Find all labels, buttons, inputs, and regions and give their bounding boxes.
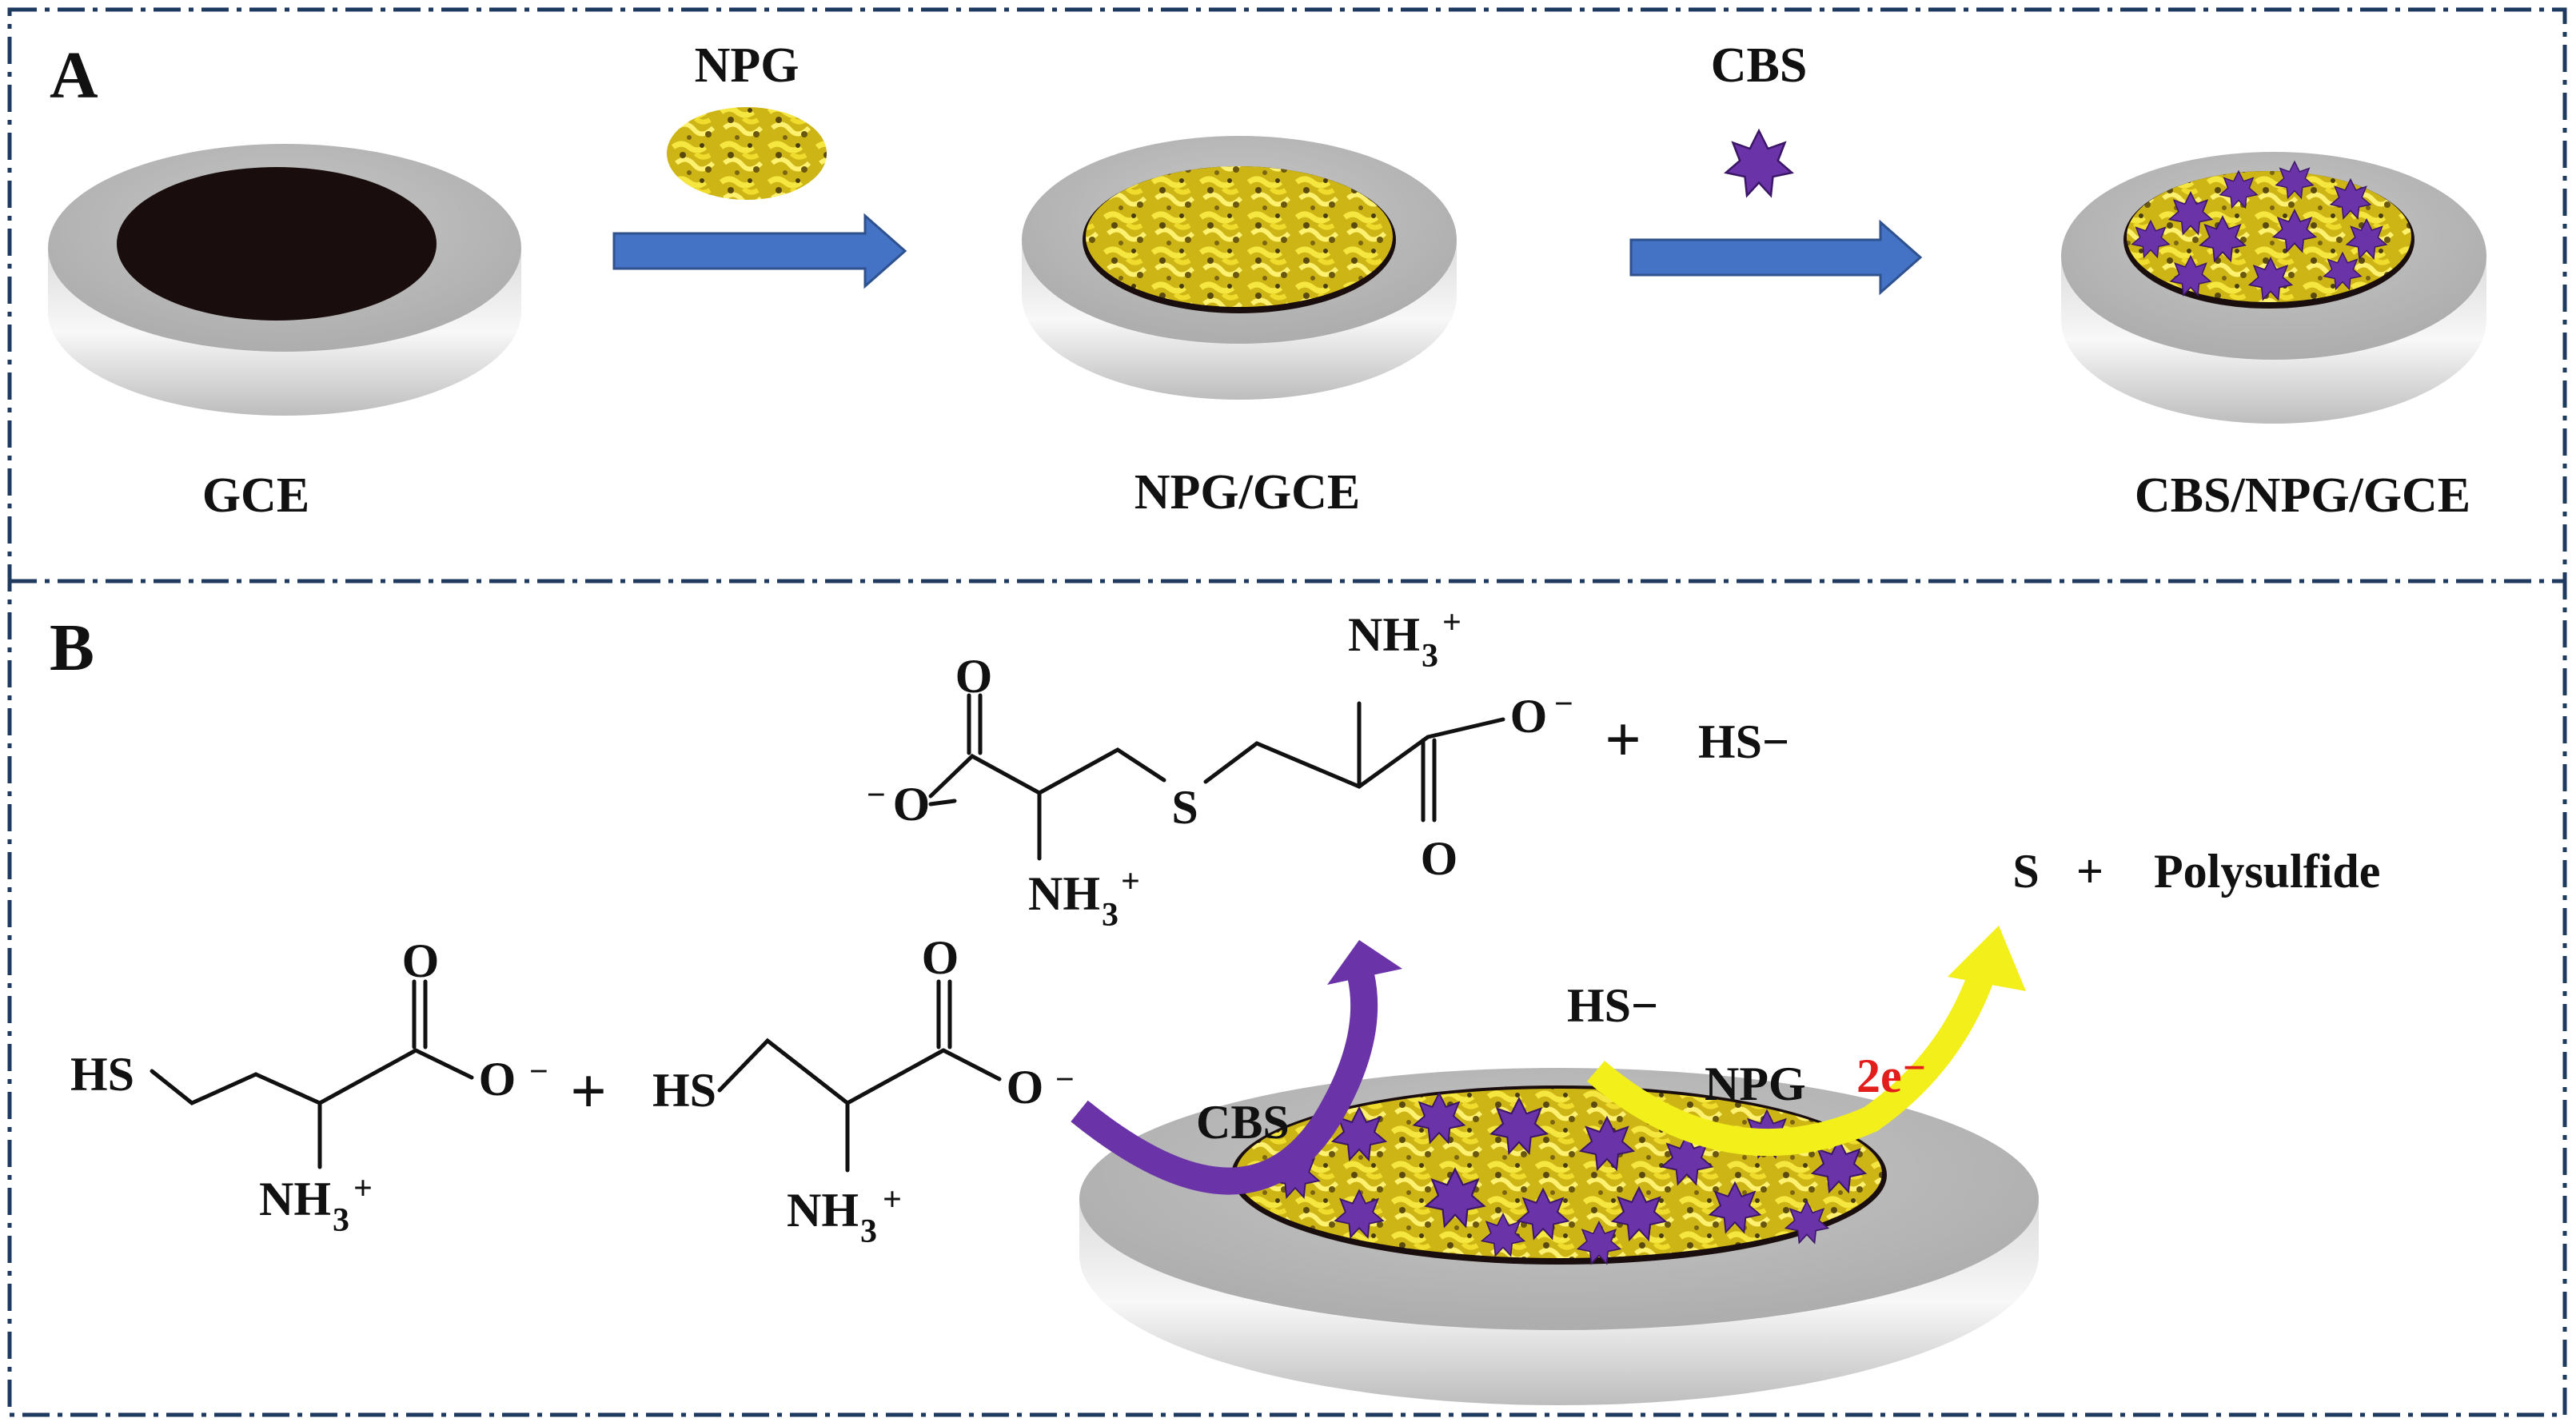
gce-label: GCE bbox=[202, 468, 309, 523]
cbs-label: CBS bbox=[1196, 1096, 1290, 1149]
npg-layer bbox=[1086, 166, 1393, 307]
step2-reagent-label: CBS bbox=[1711, 38, 1808, 93]
cbs-npg-gce-electrode bbox=[2061, 152, 2486, 424]
step1-arrow bbox=[612, 213, 907, 289]
svg-text:3: 3 bbox=[1102, 897, 1119, 934]
svg-text:NH: NH bbox=[1348, 608, 1420, 661]
hs-input-label: HS− bbox=[1567, 979, 1658, 1032]
step2-arrow bbox=[1629, 219, 1923, 296]
step1-reagent-label: NPG bbox=[695, 38, 800, 93]
panel-a-letter: A bbox=[50, 38, 98, 113]
svg-text:NH: NH bbox=[787, 1184, 859, 1237]
cysteine-structure: HS O O − NH 3 + bbox=[652, 931, 1075, 1250]
svg-text:−: − bbox=[529, 1054, 548, 1090]
svg-text:O: O bbox=[922, 931, 959, 984]
electron-transfer-label: 2e⁻ bbox=[1856, 1050, 1927, 1102]
svg-text:O: O bbox=[479, 1053, 516, 1105]
svg-text:+: + bbox=[883, 1181, 902, 1218]
npg-gce-electrode bbox=[1022, 136, 1457, 400]
sulfur-plus-sign: + bbox=[2076, 845, 2103, 898]
gce-electrode bbox=[48, 144, 521, 416]
hs-ion-product: HS− bbox=[1698, 715, 1789, 768]
panel-b-letter: B bbox=[50, 611, 94, 685]
polysulfide-label: Polysulfide bbox=[2154, 845, 2380, 898]
npg-label: NPG bbox=[1705, 1058, 1806, 1110]
figure-frame bbox=[7, 7, 2567, 1417]
svg-text:3: 3 bbox=[860, 1213, 877, 1250]
svg-text:O: O bbox=[1510, 690, 1548, 743]
svg-text:HS: HS bbox=[652, 1064, 716, 1117]
svg-text:O: O bbox=[1007, 1061, 1044, 1113]
cystathionine-structure: O O − S NH 3 + NH 3 + O − O bbox=[867, 604, 1573, 934]
homocysteine-structure: HS O O − NH 3 + bbox=[70, 934, 548, 1239]
cbs-enzyme-icon bbox=[1725, 129, 1793, 197]
glassy-carbon-disk bbox=[117, 167, 437, 321]
purple-reaction-arrow bbox=[1071, 940, 1402, 1195]
svg-text:HS: HS bbox=[70, 1048, 134, 1101]
svg-text:+: + bbox=[1442, 604, 1461, 641]
svg-text:O: O bbox=[1421, 832, 1458, 885]
svg-text:S: S bbox=[1171, 781, 1198, 834]
svg-text:NH: NH bbox=[259, 1173, 331, 1225]
svg-text:+: + bbox=[1121, 863, 1140, 900]
npg-particle bbox=[667, 107, 827, 200]
svg-text:O: O bbox=[402, 934, 440, 987]
cbs-npg-gce-label: CBS/NPG/GCE bbox=[2135, 468, 2470, 523]
svg-text:+: + bbox=[353, 1170, 373, 1207]
yellow-reaction-arrow bbox=[1586, 926, 2026, 1157]
svg-text:O: O bbox=[955, 650, 993, 703]
svg-text:−: − bbox=[1055, 1062, 1075, 1098]
svg-text:3: 3 bbox=[333, 1202, 349, 1239]
npg-gce-label: NPG/GCE bbox=[1134, 465, 1360, 520]
product-plus-sign: + bbox=[1605, 705, 1641, 775]
sulfur-product: S bbox=[2012, 845, 2039, 898]
svg-text:−: − bbox=[867, 777, 886, 814]
svg-text:O: O bbox=[893, 778, 931, 831]
svg-text:−: − bbox=[1554, 686, 1573, 723]
svg-text:NH: NH bbox=[1028, 867, 1100, 920]
svg-text:3: 3 bbox=[1422, 638, 1438, 675]
reactant-plus-sign: + bbox=[570, 1057, 607, 1127]
